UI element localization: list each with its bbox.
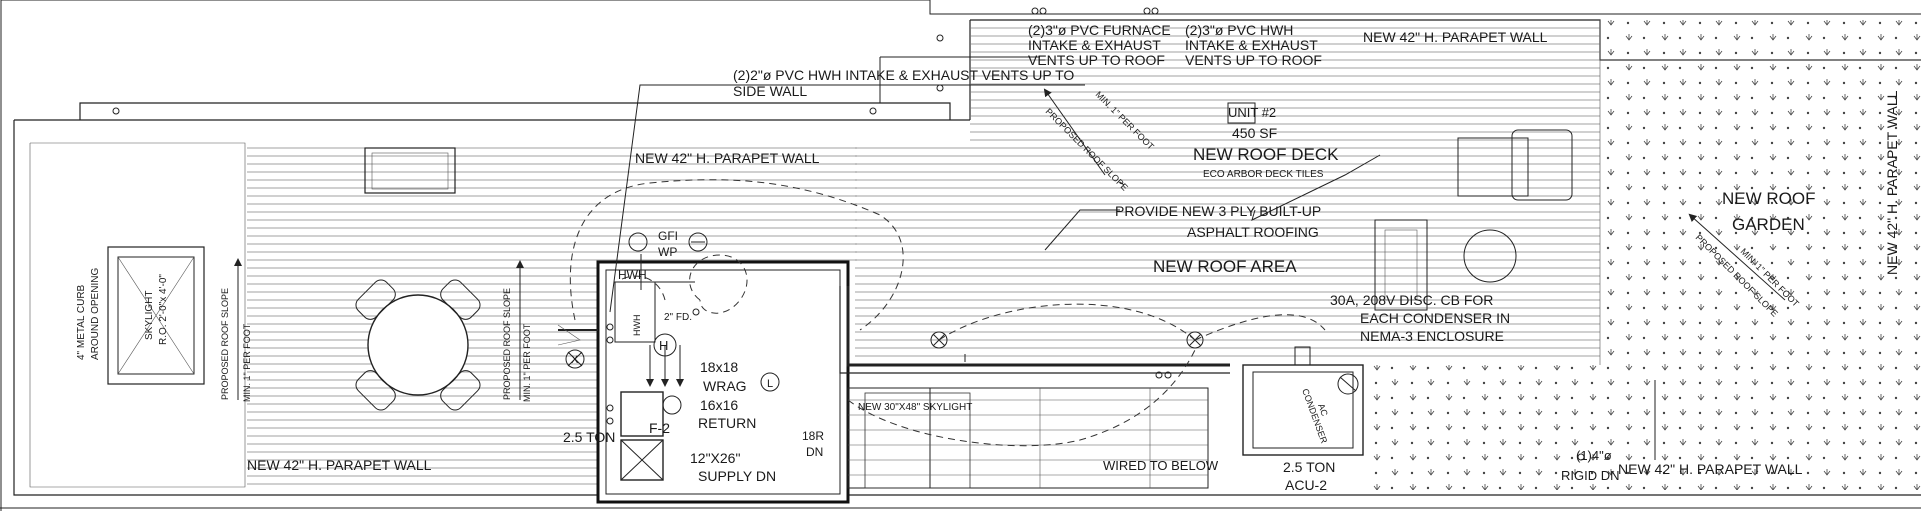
roof-garden-area: [1370, 20, 1921, 490]
skylight-left: [107, 246, 524, 400]
furnace-vents-note-2: INTAKE & EXHAUST: [1028, 37, 1161, 53]
hwh-vents-note-2: SIDE WALL: [733, 83, 807, 99]
metal-curb-label-2: AROUND OPENING: [90, 268, 101, 360]
return-label: RETURN: [698, 415, 756, 431]
ac-condenser: [930, 331, 1585, 461]
h-symbol: H: [659, 338, 668, 353]
stair-dn-label: DN: [806, 445, 823, 459]
garden-label-1: NEW ROOF: [1722, 189, 1816, 208]
drawing-labels: NEW 42" H. PARAPET WALL NEW 42" H. PARAP…: [76, 22, 1900, 493]
gfi-label: GFI: [658, 229, 678, 243]
disc-note-2: EACH CONDENSER IN: [1360, 310, 1510, 326]
min-slope-mid: MIN. 1" PER FOOT: [522, 323, 532, 402]
disc-note-1: 30A, 208V DISC. CB FOR: [1330, 292, 1493, 308]
furnace-vents-note-1: (2)3"ø PVC FURNACE: [1028, 22, 1171, 38]
deck-tiles-label: ECO ARBOR DECK TILES: [1203, 169, 1324, 180]
x-symbol: X: [571, 354, 579, 366]
leader-lines: [609, 84, 1656, 460]
parapet-bottom-left-label: NEW 42" H. PARAPET WALL: [247, 457, 432, 473]
acu-ton-label: 2.5 TON: [1283, 459, 1335, 475]
furniture: [355, 7, 1573, 411]
wp-label: WP: [658, 245, 677, 259]
parapet-right-vertical-label: NEW 42" H. PARAPET WALL: [1884, 90, 1900, 275]
stair-risers-label: 18R: [802, 429, 824, 443]
hwh-tank-label: HWH: [632, 315, 642, 337]
parapet-bottom-right-label: NEW 42" H. PARAPET WALL: [1618, 461, 1803, 477]
f2-label: F-2: [649, 420, 670, 436]
ac-label: AC: [1316, 402, 1330, 418]
dashed-wiring: [569, 179, 1326, 447]
wired-label: WIRED TO BELOW: [1103, 458, 1219, 473]
new-skylight-label: NEW 30"X48" SKYLIGHT: [858, 402, 972, 413]
rigid-size-label: (1)4"ø: [1576, 448, 1612, 463]
min-slope-left: MIN. 1" PER FOOT: [242, 323, 252, 402]
rigid-label: RIGID DN: [1561, 468, 1620, 483]
skylight-label-1: SKYLIGHT: [144, 291, 155, 340]
slope-label-left: PROPOSED ROOF SLOPE: [220, 288, 230, 400]
slope-label-mid: PROPOSED ROOF SLOPE: [502, 288, 512, 400]
metal-curb-label-1: 4" METAL CURB: [76, 284, 87, 360]
wrag-label: WRAG: [703, 378, 747, 394]
roof-area-label: NEW ROOF AREA: [1153, 257, 1297, 276]
hwh-roof-vents-note-3: VENTS UP TO ROOF: [1185, 52, 1322, 68]
roof-deck-hatch: [247, 22, 1600, 488]
acu-label: ACU-2: [1285, 477, 1327, 493]
mechanical-room: [557, 232, 1230, 504]
parapet-top-left-label: NEW 42" H. PARAPET WALL: [635, 150, 820, 166]
stair: [847, 371, 1209, 489]
garden-label-2: GARDEN: [1732, 215, 1805, 234]
area-label: 450 SF: [1232, 125, 1277, 141]
disc-note-3: NEMA-3 ENCLOSURE: [1360, 328, 1504, 344]
hwh-vents-note: (2)2"ø PVC HWH INTAKE & EXHAUST VENTS UP…: [733, 67, 1074, 83]
built-up-note-2: ASPHALT ROOFING: [1187, 224, 1319, 240]
supply-size-label: 12"X26": [690, 450, 740, 466]
skylight-label-2: R.O. 2'-0"x 4'-0": [158, 274, 169, 345]
slope-arrows: [1043, 88, 1786, 301]
hwh-roof-vents-note-1: (2)3"ø PVC HWH: [1185, 22, 1293, 38]
supply-label: SUPPLY DN: [698, 468, 776, 484]
wrag-size-label: 18x18: [700, 359, 738, 375]
fd-label: 2" FD.: [664, 312, 692, 323]
ton-left-label: 2.5 TON: [563, 429, 615, 445]
return-size-label: 16x16: [700, 397, 738, 413]
built-up-note-1: PROVIDE NEW 3 PLY BUILT-UP: [1115, 203, 1321, 219]
roof-deck-label: NEW ROOF DECK: [1193, 145, 1339, 164]
l-symbol: L: [767, 378, 773, 390]
unit-label: UNIT #2: [1228, 105, 1276, 120]
parapet-top-right-label: NEW 42" H. PARAPET WALL: [1363, 29, 1548, 45]
furnace-vents-note-3: VENTS UP TO ROOF: [1028, 52, 1165, 68]
hwh-label: HWH: [618, 268, 647, 282]
hwh-roof-vents-note-2: INTAKE & EXHAUST: [1185, 37, 1318, 53]
